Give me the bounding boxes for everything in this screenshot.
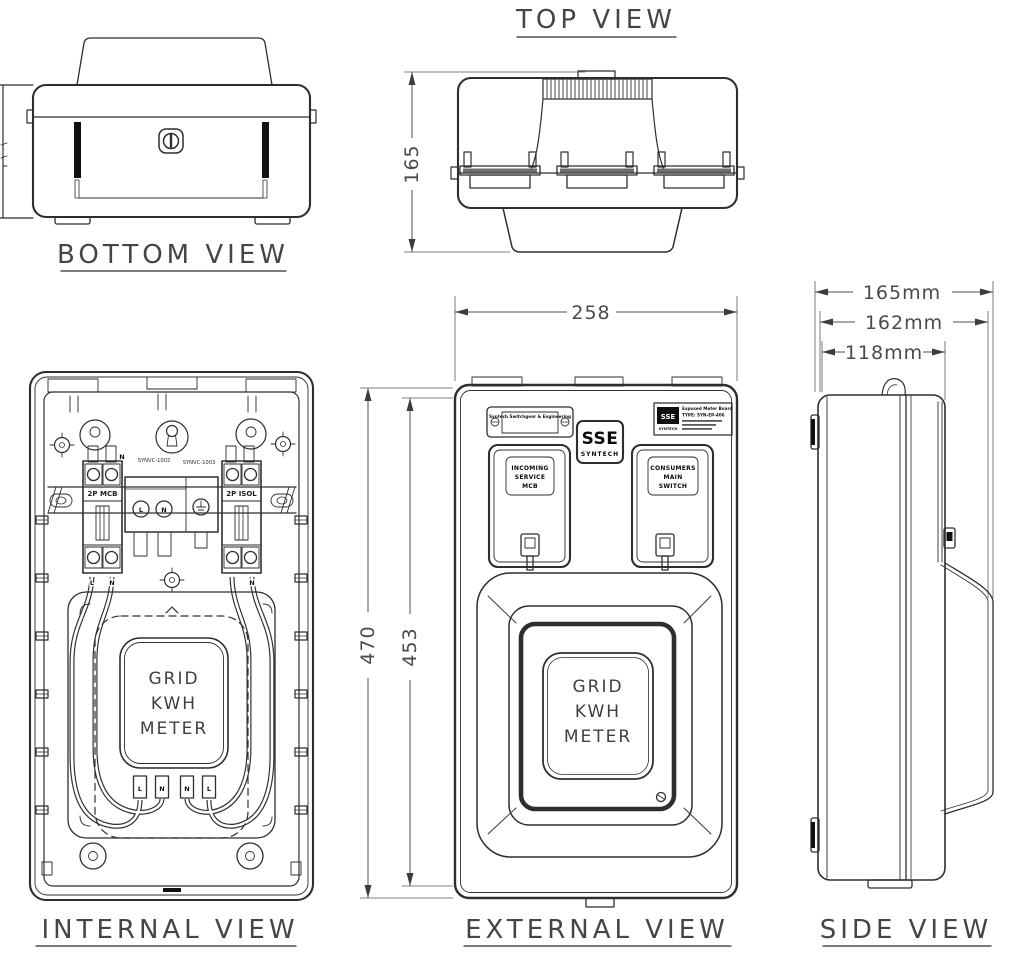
dim-470-label: 470 bbox=[357, 625, 379, 664]
din-rail bbox=[47, 486, 297, 514]
internal-view-title: INTERNAL VIEW bbox=[41, 915, 298, 945]
meter-dome: GRID KWH METER bbox=[476, 572, 723, 858]
side-clip-top bbox=[810, 414, 820, 450]
terminal-block: SYNVC-1002 SYNVC-1003 L N bbox=[124, 458, 219, 557]
nameplate: Syntech Switchgear & Engineering bbox=[486, 406, 574, 438]
dim-118mm-label: 118mm bbox=[845, 342, 923, 364]
meter-text-line2: KWH bbox=[575, 702, 621, 722]
meter-text-line3: METER bbox=[564, 727, 632, 747]
window-right-line2: MAIN bbox=[663, 474, 682, 481]
breaker-right-label: 2P ISOL bbox=[226, 490, 257, 498]
window-left-line3: MCB bbox=[522, 483, 538, 490]
external-view-title: EXTERNAL VIEW bbox=[465, 915, 729, 945]
brand-logo: SSE SYNTECH bbox=[575, 419, 625, 465]
meter-window-internal bbox=[119, 637, 229, 769]
terminal-block-label-right: SYNVC-1003 bbox=[183, 460, 216, 466]
terminal-block-label-left: SYNVC-1002 bbox=[138, 458, 171, 464]
plate-logo-brand: SSE bbox=[661, 413, 676, 421]
rating-line1: Exposed Meter Board bbox=[682, 406, 733, 411]
block-l-label: L bbox=[139, 506, 143, 514]
meter-platform: GRID KWH METER L N N L bbox=[67, 567, 276, 839]
keyhole-mount-icon bbox=[155, 420, 189, 454]
breaker-2p-mcb: 2P MCB N L N bbox=[82, 445, 126, 588]
logo-brand-text: SSE bbox=[582, 429, 619, 449]
breaker-2p-isol: 2P ISOL N bbox=[221, 445, 262, 588]
logo-sub-text: SYNTECH bbox=[581, 451, 619, 458]
earth-symbol-icon bbox=[192, 498, 210, 516]
meter-text-line2: KWH bbox=[151, 694, 197, 714]
window-incoming-service-mcb: INCOMING SERVICE MCB bbox=[487, 443, 572, 571]
dim-165: 165 bbox=[401, 71, 585, 253]
side-dims: 165mm 162mm 118mm bbox=[814, 281, 994, 598]
hinge-bar-right bbox=[262, 122, 269, 178]
dim-258-label: 258 bbox=[571, 302, 610, 324]
side-latch bbox=[943, 527, 956, 549]
screw-cross-left bbox=[49, 432, 75, 458]
top-view-title: TOP VIEW bbox=[515, 5, 676, 35]
vent-ribs bbox=[542, 78, 653, 100]
side-clip-bottom bbox=[810, 817, 820, 853]
wire-label-1: L bbox=[138, 785, 142, 793]
terminal-n-label: N bbox=[249, 579, 254, 587]
knockout-left bbox=[79, 419, 111, 451]
hinge-bar-left bbox=[74, 122, 81, 178]
knockout-bottom-left bbox=[79, 842, 107, 870]
plate-logo-sub: SYNTECH bbox=[659, 427, 678, 431]
lock-keyhole-icon bbox=[158, 128, 184, 154]
meter-window-external bbox=[542, 652, 654, 780]
dim-470-453: 470 453 bbox=[357, 387, 453, 899]
rating-plate: SSE SYNTECH Exposed Meter Board TYPE: SY… bbox=[653, 402, 733, 436]
screw-cross-right bbox=[270, 431, 296, 457]
dim-165-label: 165 bbox=[401, 144, 423, 183]
latch-left bbox=[520, 533, 540, 571]
window-right-line3: SWITCH bbox=[659, 483, 688, 490]
external-view: Syntech Switchgear & Engineering SSE SYN… bbox=[453, 376, 739, 947]
latch-right bbox=[655, 533, 675, 571]
terminal-n-label: N bbox=[109, 579, 114, 587]
internal-view: 2P MCB N L N 2P ISOL N bbox=[28, 370, 315, 947]
terminal-n-label: N bbox=[119, 453, 124, 461]
side-view-title: SIDE VIEW bbox=[820, 915, 992, 945]
wire-label-2: N bbox=[159, 785, 164, 793]
meter-seat-dashed bbox=[94, 615, 249, 839]
bottom-view: BOTTOM VIEW bbox=[0, 37, 317, 272]
meter-text-line1: GRID bbox=[148, 669, 199, 689]
meter-text-line3: METER bbox=[140, 719, 208, 739]
wire-label-3: N bbox=[184, 785, 189, 793]
frame-screw-icon bbox=[655, 791, 667, 803]
knockout-bottom-right bbox=[236, 842, 264, 870]
terminal-l-label: L bbox=[90, 579, 94, 587]
bottom-view-title: BOTTOM VIEW bbox=[57, 240, 289, 270]
dim-258: 258 bbox=[454, 296, 738, 381]
rating-line2: TYPE: SYN-EP-406 bbox=[682, 413, 725, 418]
nameplate-text: Syntech Switchgear & Engineering bbox=[489, 414, 571, 419]
dim-165mm-label: 165mm bbox=[863, 282, 941, 304]
dim-453-label: 453 bbox=[399, 627, 421, 666]
wiring bbox=[69, 576, 275, 829]
meter-frame-black bbox=[518, 621, 677, 812]
dim-162mm-label: 162mm bbox=[865, 312, 943, 334]
window-left-line2: SERVICE bbox=[515, 474, 546, 481]
wall-bracket bbox=[881, 378, 906, 396]
block-n-label: N bbox=[161, 506, 166, 514]
top-view: TOP VIEW 165 bbox=[401, 5, 745, 253]
dome-profile bbox=[944, 562, 994, 815]
wire-label-4: L bbox=[207, 785, 211, 793]
window-right-line1: CONSUMERS bbox=[650, 465, 695, 472]
meter-text-line1: GRID bbox=[572, 677, 623, 697]
side-view: SIDE VIEW bbox=[810, 378, 994, 947]
breaker-left-label: 2P MCB bbox=[88, 490, 118, 498]
knockout-right bbox=[235, 418, 267, 450]
window-consumers-main-switch: CONSUMERS MAIN SWITCH bbox=[630, 443, 715, 571]
window-left-line1: INCOMING bbox=[511, 465, 548, 472]
